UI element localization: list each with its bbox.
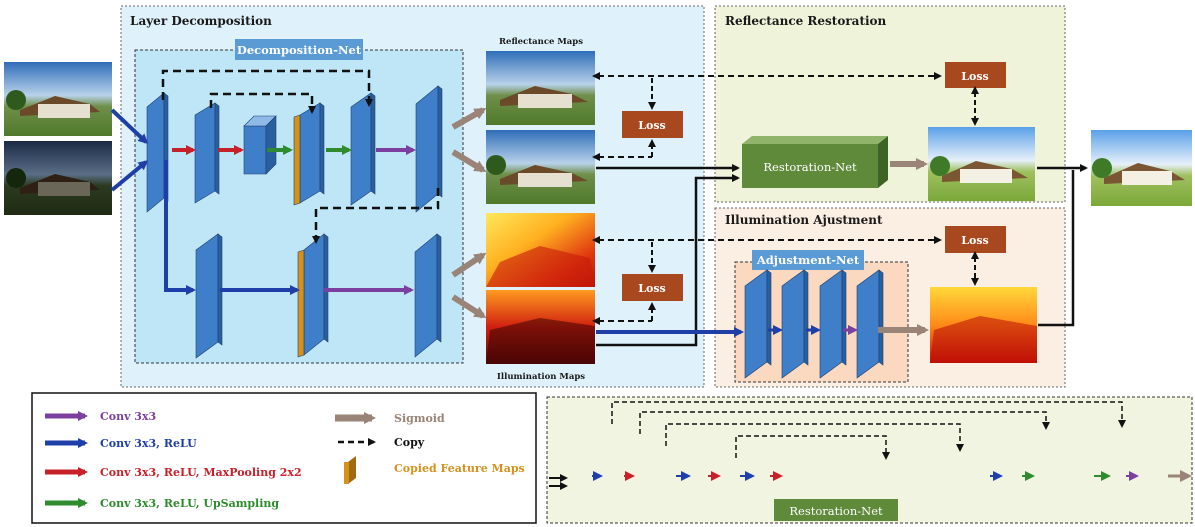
copy-arrow-down — [312, 188, 440, 244]
illumination-map-normal — [486, 213, 595, 287]
adjustment-layers — [744, 269, 884, 379]
reflectance-map-normal — [486, 51, 595, 125]
conv-layer-4-copied — [293, 102, 325, 206]
adjust-layer-4 — [856, 269, 884, 379]
decomposition-layers — [146, 85, 443, 359]
input-arrow-low-light — [110, 160, 149, 192]
conv-layer-6 — [415, 85, 443, 213]
conv-layer-7 — [195, 233, 223, 359]
restoration-net-box: Restoration-Net — [742, 136, 888, 188]
layer-decomposition-title: Layer Decomposition — [130, 14, 272, 28]
legend: Conv 3x3 Conv 3x3, ReLU Conv 3x3, ReLU, … — [31, 392, 537, 524]
adjust-layer-1 — [744, 269, 772, 379]
conv-layer-2 — [194, 102, 220, 204]
conv-layer-5 — [350, 92, 376, 206]
sigmoid-arrow-i2 — [451, 294, 487, 319]
illumination-map-low-light — [486, 290, 595, 364]
legend-sigmoid: Sigmoid — [394, 412, 445, 425]
adjusted-illumination-map — [930, 287, 1037, 363]
loss-label-illumination: Loss — [638, 282, 665, 295]
input-image-low-light — [4, 141, 112, 215]
adjust-layer-3 — [819, 269, 847, 379]
adjustment-net-label-box — [752, 250, 864, 270]
decomposition-net-label: Decomposition-Net — [237, 43, 362, 57]
loss-label-restoration: Loss — [961, 70, 988, 83]
loss-box-adjustment: Loss — [945, 226, 1006, 253]
sigmoid-arrow-r2 — [451, 149, 487, 173]
restoration-detail-copy-arrows — [611, 401, 1126, 460]
restoration-detail-input-arrows — [549, 470, 1192, 490]
adjust-layer-2 — [781, 269, 809, 379]
illumination-maps-label: Illumination Maps — [497, 372, 585, 382]
conv-layer-9 — [414, 233, 442, 358]
restoration-detail-copy-arrow — [611, 401, 1126, 428]
legend-copied-swatch — [348, 456, 356, 484]
adjustment-net-label: Adjustment-Net — [756, 253, 860, 267]
legend-conv: Conv 3x3 — [100, 410, 156, 423]
restoration-net-bottom-label-box — [774, 499, 898, 521]
reflectance-restoration-title: Reflectance Restoration — [725, 14, 887, 28]
decomposition-net-label-box — [235, 39, 363, 60]
restored-reflectance-map — [928, 127, 1035, 201]
illumination-adjustment-title: Illumination Ajustment — [725, 213, 883, 227]
restoration-detail-copy-arrow — [735, 435, 890, 460]
input-arrow-normal — [110, 108, 149, 145]
legend-conv-relu: Conv 3x3, ReLU — [100, 437, 197, 450]
loss-box-illumination: Loss — [622, 274, 683, 301]
restoration-net-bottom-label: Restoration-Net — [789, 504, 883, 518]
input-image-normal — [4, 62, 112, 136]
decomposition-arrows — [110, 69, 487, 319]
reflectance-maps-label: Reflectance Maps — [499, 37, 583, 47]
sigmoid-arrow-i1 — [451, 252, 487, 278]
loss-box-restoration: Loss — [945, 62, 1006, 88]
loss-label-reflectance: Loss — [638, 119, 665, 132]
data-flow-lines — [596, 158, 1088, 347]
restoration-detail-copy-arrow — [665, 423, 964, 452]
sigmoid-arrow-r1 — [451, 107, 487, 130]
copy-arrow-inner — [209, 92, 316, 114]
legend-copy: Copy — [394, 436, 425, 449]
relu-branch-arrow — [164, 160, 196, 295]
copy-arrow-outer — [161, 69, 373, 107]
loss-box-reflectance: Loss — [622, 111, 683, 138]
conv-layer-8-copied — [297, 233, 329, 358]
legend-copied: Copied Feature Maps — [394, 462, 525, 475]
loss-label-adjustment: Loss — [961, 234, 988, 247]
restoration-net-label: Restoration-Net — [763, 160, 857, 174]
legend-upsampling: Conv 3x3, ReLU, UpSampling — [100, 497, 279, 510]
restoration-detail-copy-arrow — [639, 411, 1050, 434]
conv-layer-3 — [243, 115, 277, 175]
reflectance-map-low-light — [486, 130, 595, 204]
loss-connections — [592, 72, 979, 325]
legend-maxpool: Conv 3x3, ReLU, MaxPooling 2x2 — [100, 466, 302, 479]
output-image — [1091, 130, 1192, 206]
